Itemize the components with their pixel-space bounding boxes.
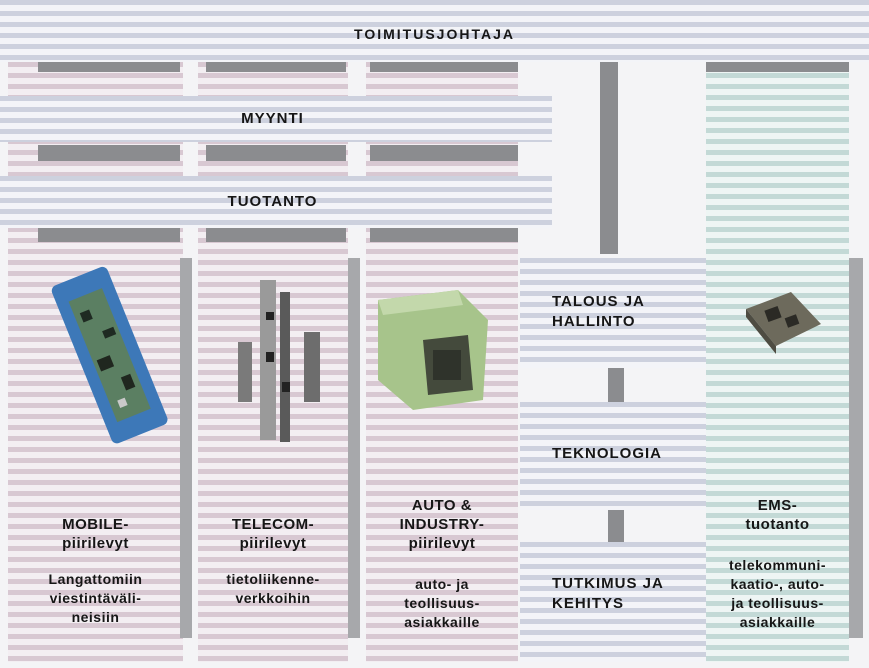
rnd-label: TUTKIMUS JA KEHITYS [552,575,664,612]
rnd-box: TUTKIMUS JA KEHITYS [520,542,706,662]
connector-bar [206,228,346,242]
technology-box: TEKNOLOGIA [520,402,706,510]
connector-bar [370,62,518,72]
connector-bar [608,368,624,402]
telecom-circuit-board-icon [238,280,320,442]
connector-bar [38,62,180,72]
production-band: TUOTANTO [0,176,552,228]
connector-bar [370,228,518,242]
ceo-band: TOIMITUSJOHTAJA [0,0,869,62]
production-label: TUOTANTO [227,193,318,210]
mobile-circuit-board-icon [51,266,168,444]
ceo-label: TOIMITUSJOHTAJA [354,26,515,42]
unit-desc-auto: auto- ja teollisuus- asiakkaille [404,576,480,630]
connector-bar [849,258,863,638]
unit-title-ems: EMS- tuotanto [745,497,810,533]
finance-label: TALOUS JA HALLINTO [552,293,645,330]
unit-title-auto: AUTO & INDUSTRY- piirilevyt [399,497,485,552]
unit-desc-telecom: tietoliikenne- verkkoihin [226,571,320,606]
unit-title-telecom: TELECOM- piirilevyt [231,516,315,552]
connector-bar [600,62,618,254]
connector-bar [370,145,518,161]
ems-module-icon [746,292,821,354]
connector-bar [706,62,849,72]
connector-bar [38,145,180,161]
sales-band: MYYNTI [0,96,552,142]
technology-label: TEKNOLOGIA [552,445,662,462]
connector-bar [38,228,180,242]
connector-bar [206,62,346,72]
unit-desc-mobile: Langattomiin viestintäväli- neisiin [48,571,143,625]
connector-bar [348,258,360,638]
column-ems [706,62,849,662]
connector-bar [206,145,346,161]
connector-bar [180,258,192,638]
unit-desc-ems: telekommuni- kaatio-, auto- ja teollisuu… [728,557,826,630]
unit-title-mobile: MOBILE- piirilevyt [62,516,129,552]
finance-box: TALOUS JA HALLINTO [520,258,706,368]
connector-bar [608,510,624,542]
sales-label: MYYNTI [241,110,304,127]
auto-industry-circuit-board-icon [378,290,488,410]
